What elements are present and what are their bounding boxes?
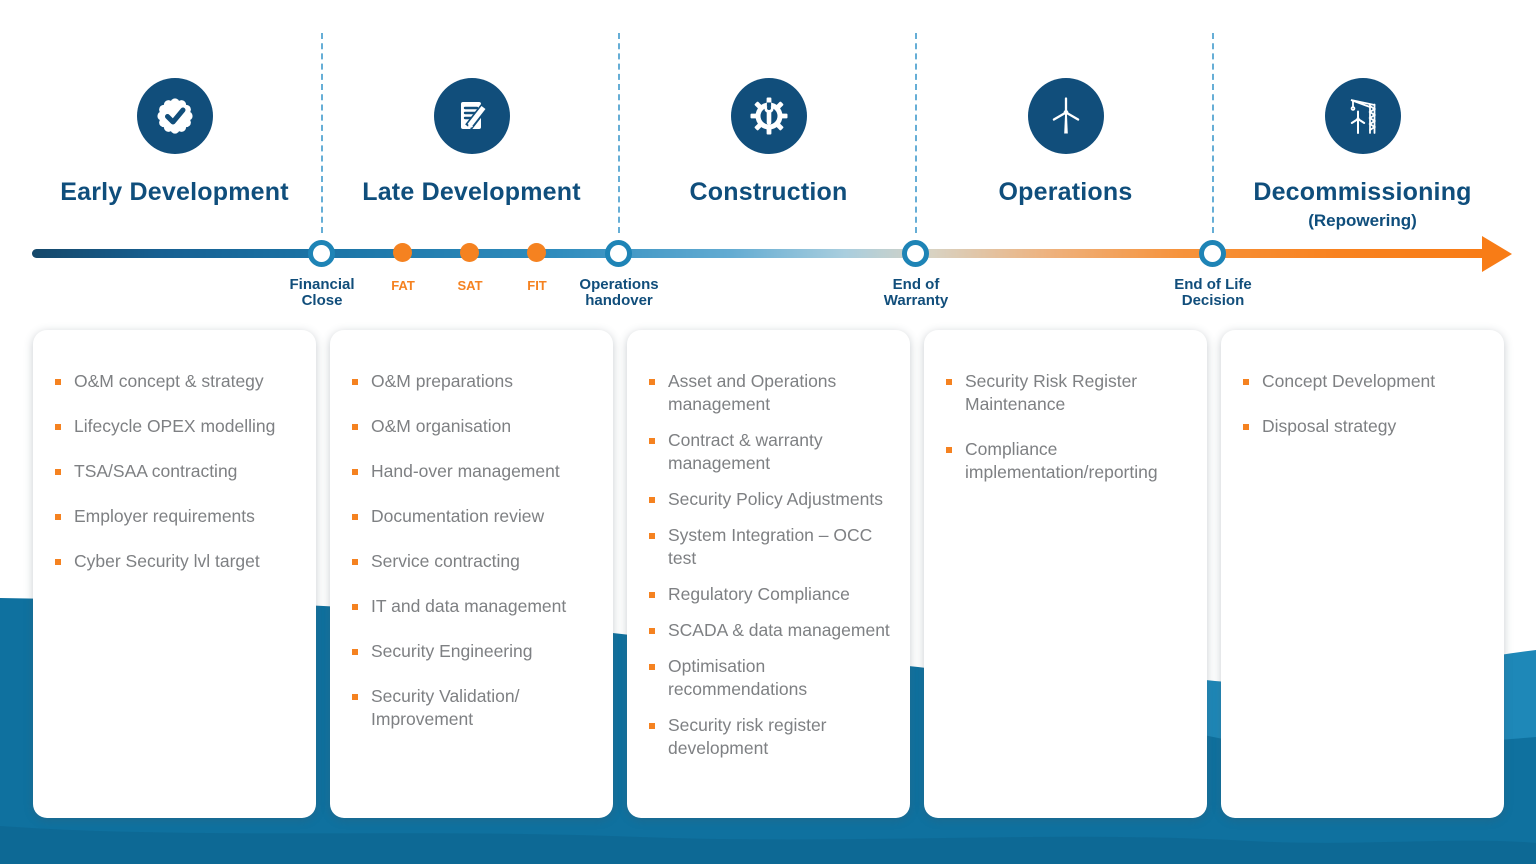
list-item: TSA/SAA contracting	[55, 460, 296, 483]
list-item: Regulatory Compliance	[649, 583, 890, 606]
milestone-label-line: Operations	[579, 276, 659, 293]
list-item: Concept Development	[1243, 370, 1484, 393]
list-item: IT and data management	[352, 595, 593, 618]
milestone-label-line: End of	[892, 276, 940, 293]
list-item: O&M preparations	[352, 370, 593, 393]
list-item: Cyber Security lvl target	[55, 550, 296, 573]
item-list: O&M concept & strategy Lifecycle OPEX mo…	[55, 370, 296, 573]
phase-header-operations: Operations	[924, 78, 1207, 207]
marker-dot-fat	[393, 243, 412, 262]
milestone-label-line: Financial	[289, 276, 355, 293]
milestone-label-line: handover	[585, 292, 653, 309]
card-decommissioning: Concept Development Disposal strategy	[1221, 330, 1504, 818]
phase-divider-dashed-line	[321, 33, 323, 233]
phase-subtitle: (Repowering)	[1308, 211, 1417, 230]
milestone-label-end-of-warranty: End of Warranty	[841, 277, 991, 309]
milestone-label-operations-handover: Operations handover	[544, 277, 694, 309]
crane-icon	[1324, 78, 1401, 154]
milestone-label-line: Close	[301, 292, 343, 309]
item-list: Asset and Operations management Contract…	[649, 370, 890, 760]
phase-divider-dashed-line	[1212, 33, 1214, 233]
list-item: System Integration – OCC test	[649, 524, 890, 570]
list-item: Asset and Operations management	[649, 370, 890, 416]
milestone-label-end-of-life-decision: End of Life Decision	[1138, 277, 1288, 309]
list-item: Compliance implementation/reporting	[946, 438, 1187, 484]
phase-divider-dashed-line	[915, 33, 917, 233]
list-item: O&M organisation	[352, 415, 593, 438]
marker-label-fit: FIT	[527, 278, 547, 293]
list-item: Disposal strategy	[1243, 415, 1484, 438]
phase-header-decommissioning: Decommissioning (Repowering)	[1221, 78, 1504, 231]
phase-title: Operations	[998, 178, 1133, 206]
phase-header-construction: Construction	[627, 78, 910, 207]
badge-check-icon	[136, 78, 213, 154]
list-item: Security Policy Adjustments	[649, 488, 890, 511]
marker-label-fat: FAT	[391, 278, 415, 293]
list-item: Contract & warranty management	[649, 429, 890, 475]
list-item: Service contracting	[352, 550, 593, 573]
marker-dot-sat	[460, 243, 479, 262]
phase-header-late-development: Late Development	[330, 78, 613, 207]
list-item: Lifecycle OPEX modelling	[55, 415, 296, 438]
list-item: Security Risk Register Maintenance	[946, 370, 1187, 416]
phase-divider-dashed-line	[618, 33, 620, 233]
card-late-development: O&M preparations O&M organisation Hand-o…	[330, 330, 613, 818]
phase-title: Early Development	[60, 178, 289, 206]
card-operations: Security Risk Register Maintenance Compl…	[924, 330, 1207, 818]
marker-dot-fit	[527, 243, 546, 262]
timeline-arrowhead-icon	[1482, 236, 1512, 272]
list-item: Documentation review	[352, 505, 593, 528]
phase-title: Late Development	[362, 178, 581, 206]
list-item: Hand-over management	[352, 460, 593, 483]
item-list: O&M preparations O&M organisation Hand-o…	[352, 370, 593, 731]
list-item: SCADA & data management	[649, 619, 890, 642]
wave-deep-shape	[0, 826, 1536, 864]
item-list: Security Risk Register Maintenance Compl…	[946, 370, 1187, 484]
milestone-node-financial-close	[308, 240, 335, 267]
list-item: O&M concept & strategy	[55, 370, 296, 393]
milestone-label-line: Warranty	[883, 292, 949, 309]
item-list: Concept Development Disposal strategy	[1243, 370, 1484, 438]
card-construction: Asset and Operations management Contract…	[627, 330, 910, 818]
list-item: Employer requirements	[55, 505, 296, 528]
marker-label-sat: SAT	[457, 278, 483, 293]
list-item: Security Engineering	[352, 640, 593, 663]
wind-turbine-icon	[1027, 78, 1104, 154]
gear-wrench-icon	[730, 78, 807, 154]
list-item: Security Validation/ Improvement	[352, 685, 593, 731]
phase-title: Construction	[689, 178, 848, 206]
milestone-node-end-of-life-decision	[1199, 240, 1226, 267]
milestone-node-end-of-warranty	[902, 240, 929, 267]
timeline-bar	[32, 249, 1484, 258]
milestone-label-financial-close: Financial Close	[247, 277, 397, 309]
list-item: Security risk register development	[649, 714, 890, 760]
milestone-label-line: Decision	[1181, 292, 1245, 309]
milestone-node-operations-handover	[605, 240, 632, 267]
phase-header-early-development: Early Development	[33, 78, 316, 207]
phase-title: Decommissioning	[1253, 178, 1472, 206]
list-item: Optimisation recommendations	[649, 655, 890, 701]
card-early-development: O&M concept & strategy Lifecycle OPEX mo…	[33, 330, 316, 818]
document-edit-icon	[433, 78, 510, 154]
milestone-label-line: End of Life	[1174, 276, 1252, 293]
